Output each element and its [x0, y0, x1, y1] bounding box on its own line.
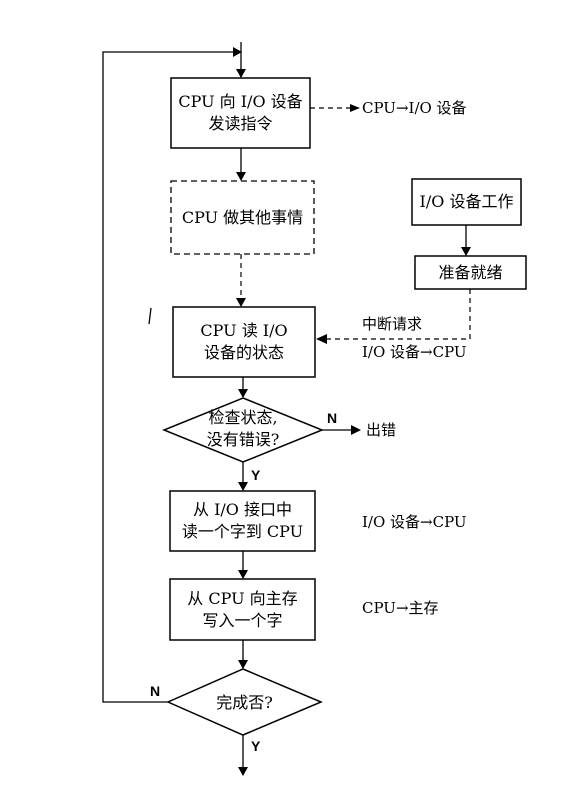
loop-back-arrow: [233, 47, 242, 57]
loop-back-line: [102, 51, 241, 703]
cpu-to-io-annotation: CPU→I/O 设备: [362, 99, 467, 117]
check-yes-label: Y: [251, 467, 261, 483]
io-work-box: [411, 178, 522, 226]
io-work-to-ready-arrow: [461, 247, 471, 256]
interrupt-arrow: [316, 334, 327, 344]
io-to-cpu-interrupt-annotation: I/O 设备→CPU: [362, 343, 467, 361]
flow-arrow-5: [238, 660, 248, 669]
ready-label: 准备就绪: [438, 263, 503, 282]
entry-arrow: [236, 69, 246, 78]
flow-arrow-4: [238, 570, 248, 579]
cpu-to-memory-annotation: CPU→主存: [362, 599, 439, 617]
ready-box: [414, 255, 527, 290]
io-to-cpu-read-annotation: I/O 设备→CPU: [362, 513, 467, 531]
read-word-box: [169, 490, 316, 552]
write-word-box: [169, 578, 316, 641]
flow-arrow-3: [238, 389, 248, 398]
flow-arrow-2: [236, 298, 246, 307]
interrupt-request-annotation: 中断请求: [362, 315, 423, 333]
done-no-label: N: [150, 683, 161, 699]
send-read-label: CPU 向 I/O 设备发读指令: [178, 92, 303, 133]
write-word-label: 从 CPU 向主存写入一个字: [187, 589, 298, 630]
flow-arrow-1: [236, 172, 246, 181]
done-yes-label: Y: [251, 738, 261, 754]
cpu-other-box: [170, 180, 315, 255]
io-work-label: I/O 设备工作: [419, 192, 514, 211]
done-yes-arrow: [238, 767, 248, 776]
cpu-to-io-arrow: [350, 104, 360, 112]
check-no-label: N: [327, 410, 338, 426]
check-status-label: 检查状态,没有错误?: [206, 408, 280, 449]
read-word-label: 从 I/O 接口中读一个字到 CPU: [181, 500, 304, 541]
interrupt-dashed-line: [325, 289, 471, 340]
read-status-box: [172, 306, 316, 378]
check-yes-arrow: [238, 482, 248, 491]
cpu-other-label: CPU 做其他事情: [181, 208, 304, 227]
send-read-box: [170, 77, 311, 149]
done-label: 完成否?: [216, 693, 273, 712]
check-no-arrow: [351, 425, 361, 435]
stray-mark: [148, 307, 152, 325]
error-annotation: 出错: [366, 421, 397, 439]
